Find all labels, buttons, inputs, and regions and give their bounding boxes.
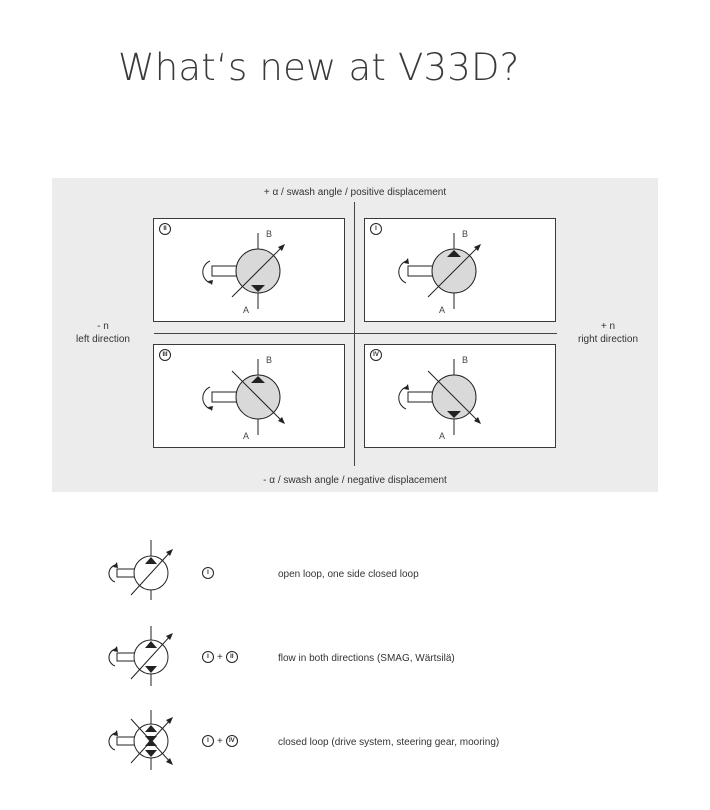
- roman-numeral-a: I: [202, 567, 214, 579]
- legend-description: open loop, one side closed loop: [278, 569, 419, 580]
- vertical-axis-line: [354, 202, 355, 466]
- left-sign: - n: [97, 321, 109, 332]
- legend-row-both-directions: I + II flow in both directions (SMAG, Wä…: [0, 626, 710, 686]
- pump-symbol-q1: [398, 233, 481, 309]
- pump-symbol-q4: [398, 359, 481, 435]
- roman-numeral-b: II: [225, 651, 238, 663]
- quadrant-i-box: I B A: [364, 218, 556, 322]
- left-text: left direction: [76, 334, 130, 345]
- roman-numeral-ii: II: [159, 223, 171, 235]
- port-b-label: B: [462, 355, 469, 365]
- roman-numeral-iii: III: [159, 349, 171, 361]
- port-a-label: A: [439, 305, 446, 315]
- roman-numeral-i: I: [370, 223, 382, 235]
- roman-numeral-a: I: [202, 651, 214, 663]
- plus-sign: +: [217, 735, 223, 747]
- roman-numeral-a: I: [202, 735, 214, 747]
- roman-numeral-iv: IV: [370, 349, 382, 361]
- port-b-label: B: [266, 355, 273, 365]
- right-direction-label: + n right direction: [560, 320, 656, 346]
- port-b-label: B: [462, 229, 469, 239]
- roman-numeral-b: IV: [225, 735, 238, 747]
- port-a-label: A: [439, 431, 446, 441]
- plus-sign: +: [217, 651, 223, 663]
- pump-symbol-q2: [202, 233, 285, 309]
- left-direction-label: - n left direction: [55, 320, 151, 346]
- pump-symbol-q3: [202, 359, 285, 435]
- port-b-label: B: [266, 229, 273, 239]
- top-axis-label: + α / swash angle / positive displacemen…: [263, 187, 447, 198]
- bottom-axis-label: - α / swash angle / negative displacemen…: [263, 475, 447, 486]
- pump-symbol-both-directions: [108, 626, 173, 686]
- legend-code: I + II: [202, 651, 238, 663]
- legend-row-closed-loop: I + IV closed loop (drive system, steeri…: [0, 710, 710, 770]
- port-a-label: A: [243, 305, 250, 315]
- right-sign: + n: [600, 321, 616, 332]
- quadrant-ii-box: II B A: [153, 218, 345, 322]
- legend-code: I: [202, 567, 214, 579]
- legend-code: I + IV: [202, 735, 238, 747]
- legend-description: flow in both directions (SMAG, Wärtsilä): [278, 653, 455, 664]
- page-title: What‘s new at V33D?: [118, 46, 520, 89]
- pump-symbol-open-loop: [108, 540, 173, 600]
- pump-symbol-closed-loop: [108, 710, 173, 770]
- legend-description: closed loop (drive system, steering gear…: [278, 737, 500, 748]
- horizontal-axis-line: [154, 333, 557, 334]
- right-text: right direction: [577, 334, 639, 345]
- quadrant-iii-box: III B A: [153, 344, 345, 448]
- port-a-label: A: [243, 431, 250, 441]
- legend-row-open-loop: I open loop, one side closed loop: [0, 540, 710, 600]
- quadrant-iv-box: IV B A: [364, 344, 556, 448]
